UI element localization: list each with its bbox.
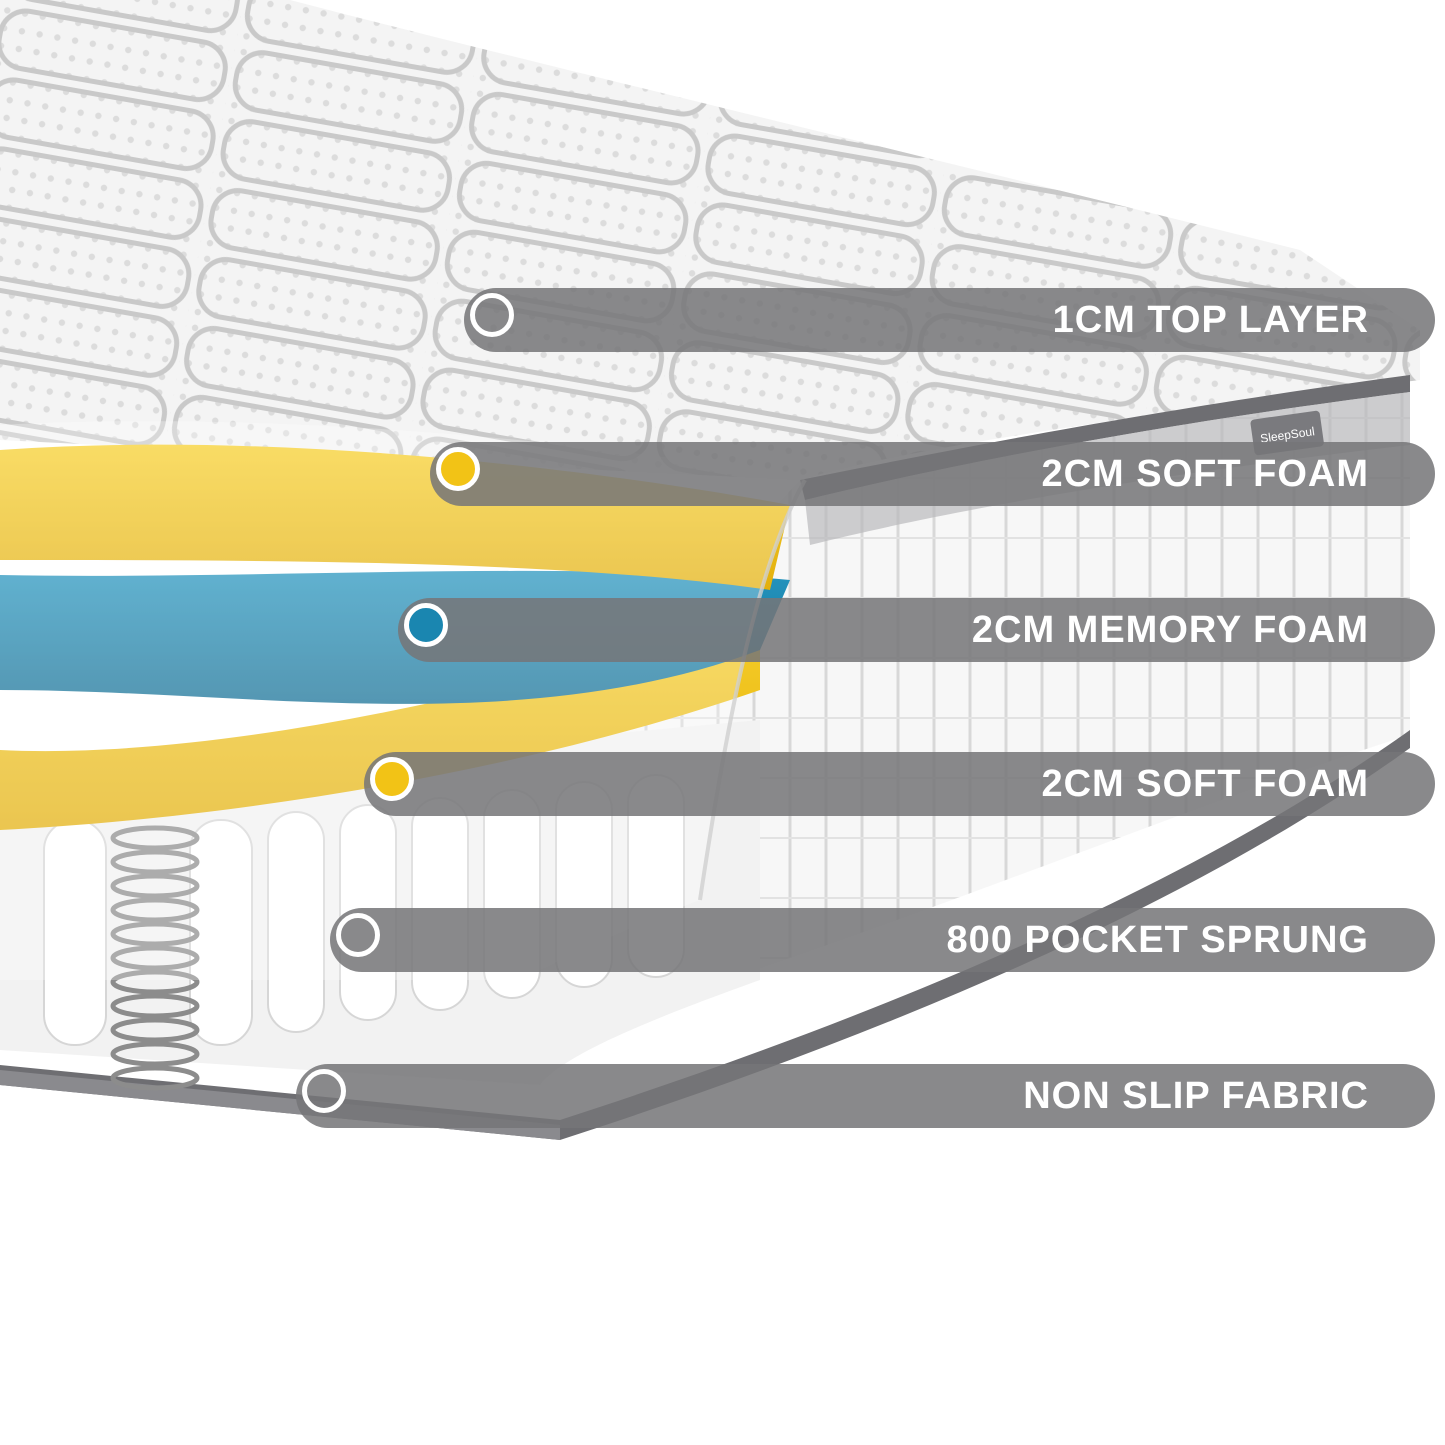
label-text: 2CM SOFT FOAM (1041, 763, 1369, 805)
marker-dot-icon (302, 1069, 346, 1113)
peeled-top-cover (0, 421, 805, 980)
top-border-trim (800, 375, 1410, 500)
label-text: 1CM TOP LAYER (1052, 299, 1369, 341)
label-memory-foam: 2CM MEMORY FOAM (398, 598, 1435, 662)
coil-spring-icon (110, 825, 200, 1091)
label-soft-foam-upper: 2CM SOFT FOAM (430, 442, 1435, 506)
marker-dot-icon (404, 603, 448, 647)
label-text: 2CM SOFT FOAM (1041, 453, 1369, 495)
label-pocket-sprung: 800 POCKET SPRUNG (330, 908, 1435, 972)
marker-dot-icon (436, 447, 480, 491)
label-non-slip-fabric: NON SLIP FABRIC (296, 1064, 1435, 1128)
marker-dot-icon (370, 757, 414, 801)
label-top-layer: 1CM TOP LAYER (464, 288, 1435, 352)
label-text: 800 POCKET SPRUNG (946, 919, 1369, 961)
lower-soft-foam (0, 610, 760, 830)
label-soft-foam-lower: 2CM SOFT FOAM (364, 752, 1435, 816)
marker-dot-icon (336, 913, 380, 957)
label-text: NON SLIP FABRIC (1023, 1075, 1369, 1117)
marker-dot-icon (470, 293, 514, 337)
label-text: 2CM MEMORY FOAM (971, 609, 1369, 651)
mattress-top-surface (0, 0, 1420, 480)
